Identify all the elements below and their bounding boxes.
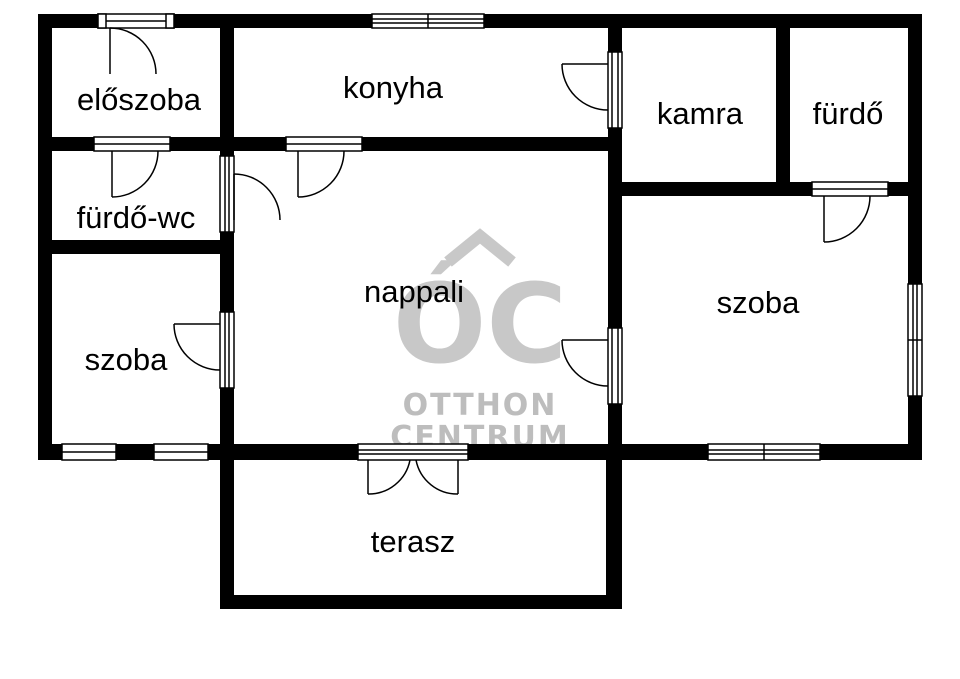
label-terasz: terasz	[371, 524, 455, 559]
window-szoba-left-bottom-2	[153, 443, 209, 461]
watermark-line1: OTTHON	[403, 388, 558, 423]
label-szoba-left: szoba	[85, 342, 168, 377]
windows	[61, 13, 923, 461]
label-furdo-wc: fürdő-wc	[77, 200, 196, 235]
label-konyha: konyha	[343, 70, 444, 105]
label-eloszoba: előszoba	[77, 82, 202, 117]
wall-h-furdowc	[38, 240, 234, 254]
otthon-centrum-watermark: ÓC OTTHON CENTRUM	[390, 228, 568, 455]
wall-left	[38, 14, 52, 460]
label-nappali: nappali	[364, 274, 464, 309]
window-nappali-h	[285, 136, 363, 152]
door-terasz-double	[358, 449, 468, 495]
window-eloszoba-top	[97, 13, 175, 29]
window-szoba-left-bottom-1	[61, 443, 117, 461]
room-labels: előszoba konyha kamra fürdő fürdő-wc nap…	[77, 70, 884, 559]
window-konyha-top	[371, 13, 485, 29]
doors	[109, 27, 871, 495]
wall-v-776	[776, 14, 790, 196]
wall-h-konyha	[220, 137, 622, 151]
door-furdo	[823, 195, 871, 243]
door-furdowc	[111, 150, 159, 198]
door-konyha-kamra	[561, 52, 619, 128]
window-furdowc-h	[93, 136, 171, 152]
window-furdo-h	[811, 181, 889, 197]
window-szoba-right-side	[907, 283, 923, 397]
label-szoba-right: szoba	[717, 285, 800, 320]
window-szoba-right-bottom	[707, 443, 821, 461]
wall-terasz-left	[220, 444, 234, 609]
label-furdo: fürdő	[813, 96, 884, 131]
watermark-logo: ÓC	[393, 260, 567, 388]
door-szoba-left	[173, 312, 230, 388]
label-kamra: kamra	[657, 96, 744, 131]
watermark-roof-icon	[444, 228, 516, 267]
wall-terasz-bottom	[220, 595, 622, 609]
wall-bottom-main	[38, 444, 922, 460]
wall-v-220	[220, 14, 234, 460]
door-furdowc-nappali	[224, 156, 281, 232]
door-nappali-top	[297, 150, 345, 198]
door-nappali-szoba	[561, 328, 619, 404]
wall-terasz-right	[606, 444, 622, 609]
door-eloszoba	[109, 27, 157, 75]
